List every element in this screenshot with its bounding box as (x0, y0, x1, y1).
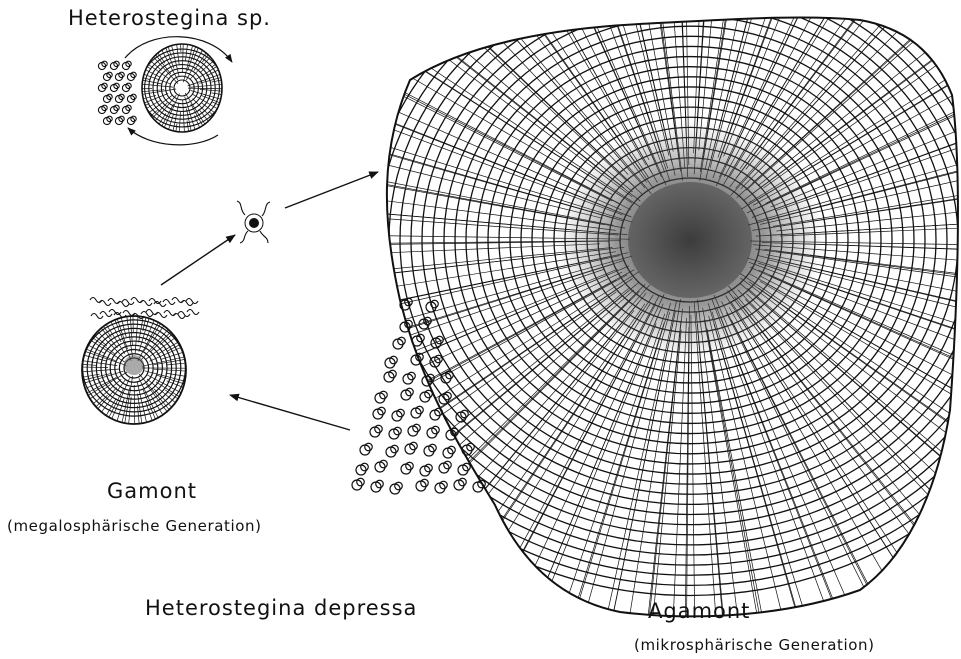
zygote-illustration (237, 201, 270, 243)
agamont-generation-label: (mikrosphärische Generation) (634, 636, 875, 654)
arrow-zygote-to-agamont (285, 172, 378, 208)
heterostegina-sp-illustration (98, 37, 232, 145)
gamont-generation-label: (megalosphärische Generation) (7, 517, 262, 535)
agamont-label: Agamont (648, 599, 750, 623)
arrow-gamont-to-zygote (161, 235, 235, 285)
gamont-illustration (74, 298, 199, 429)
agamont-embryos (352, 298, 485, 494)
species-main-label: Heterostegina depressa (145, 596, 417, 620)
species-small-label: Heterostegina sp. (68, 6, 271, 30)
agamont-illustration (270, 0, 961, 659)
gamont-label: Gamont (107, 479, 197, 503)
arrow-agamont-to-gamont (230, 395, 350, 430)
